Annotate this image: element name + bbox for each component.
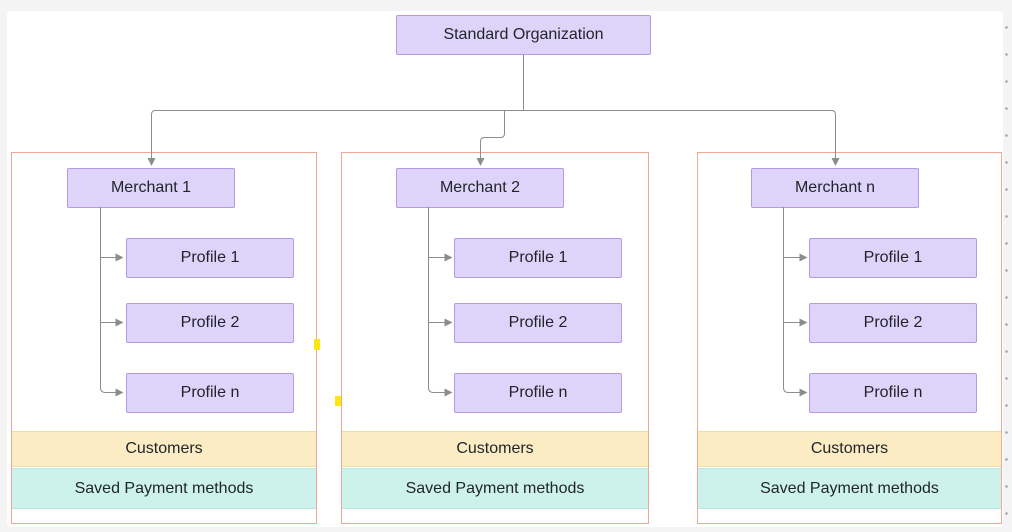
merchant-2-group: Merchant 2 Profile 1 Profile 2 Profile n…	[341, 152, 649, 524]
merchant-n-profile-2-node: Profile 2	[809, 303, 977, 343]
highlight-marker	[314, 339, 320, 350]
merchant-1-customers-band: Customers	[12, 431, 316, 467]
merchant-2-profile-2-node: Profile 2	[454, 303, 622, 343]
merchant-n-saved-payment-band: Saved Payment methods	[698, 468, 1001, 509]
merchant-n-profile-n-node: Profile n	[809, 373, 977, 413]
merchant-1-group: Merchant 1 Profile 1 Profile 2 Profile n…	[11, 152, 317, 524]
merchant-2-profile-n-node: Profile n	[454, 373, 622, 413]
merchant-2-node: Merchant 2	[396, 168, 564, 208]
merchant-n-group: Merchant n Profile 1 Profile 2 Profile n…	[697, 152, 1002, 524]
highlight-marker	[335, 396, 341, 406]
merchant-1-saved-payment-band: Saved Payment methods	[12, 468, 316, 509]
merchant-2-saved-payment-band: Saved Payment methods	[342, 468, 648, 509]
merchant-n-node: Merchant n	[751, 168, 919, 208]
merchant-1-profile-1-node: Profile 1	[126, 238, 294, 278]
merchant-1-profile-n-node: Profile n	[126, 373, 294, 413]
merchant-1-profile-2-node: Profile 2	[126, 303, 294, 343]
organization-node: Standard Organization	[396, 15, 651, 55]
merchant-2-customers-band: Customers	[342, 431, 648, 467]
merchant-n-customers-band: Customers	[698, 431, 1001, 467]
merchant-2-profile-1-node: Profile 1	[454, 238, 622, 278]
merchant-1-node: Merchant 1	[67, 168, 235, 208]
merchant-n-profile-1-node: Profile 1	[809, 238, 977, 278]
dot-grid-strip	[1003, 14, 1010, 526]
